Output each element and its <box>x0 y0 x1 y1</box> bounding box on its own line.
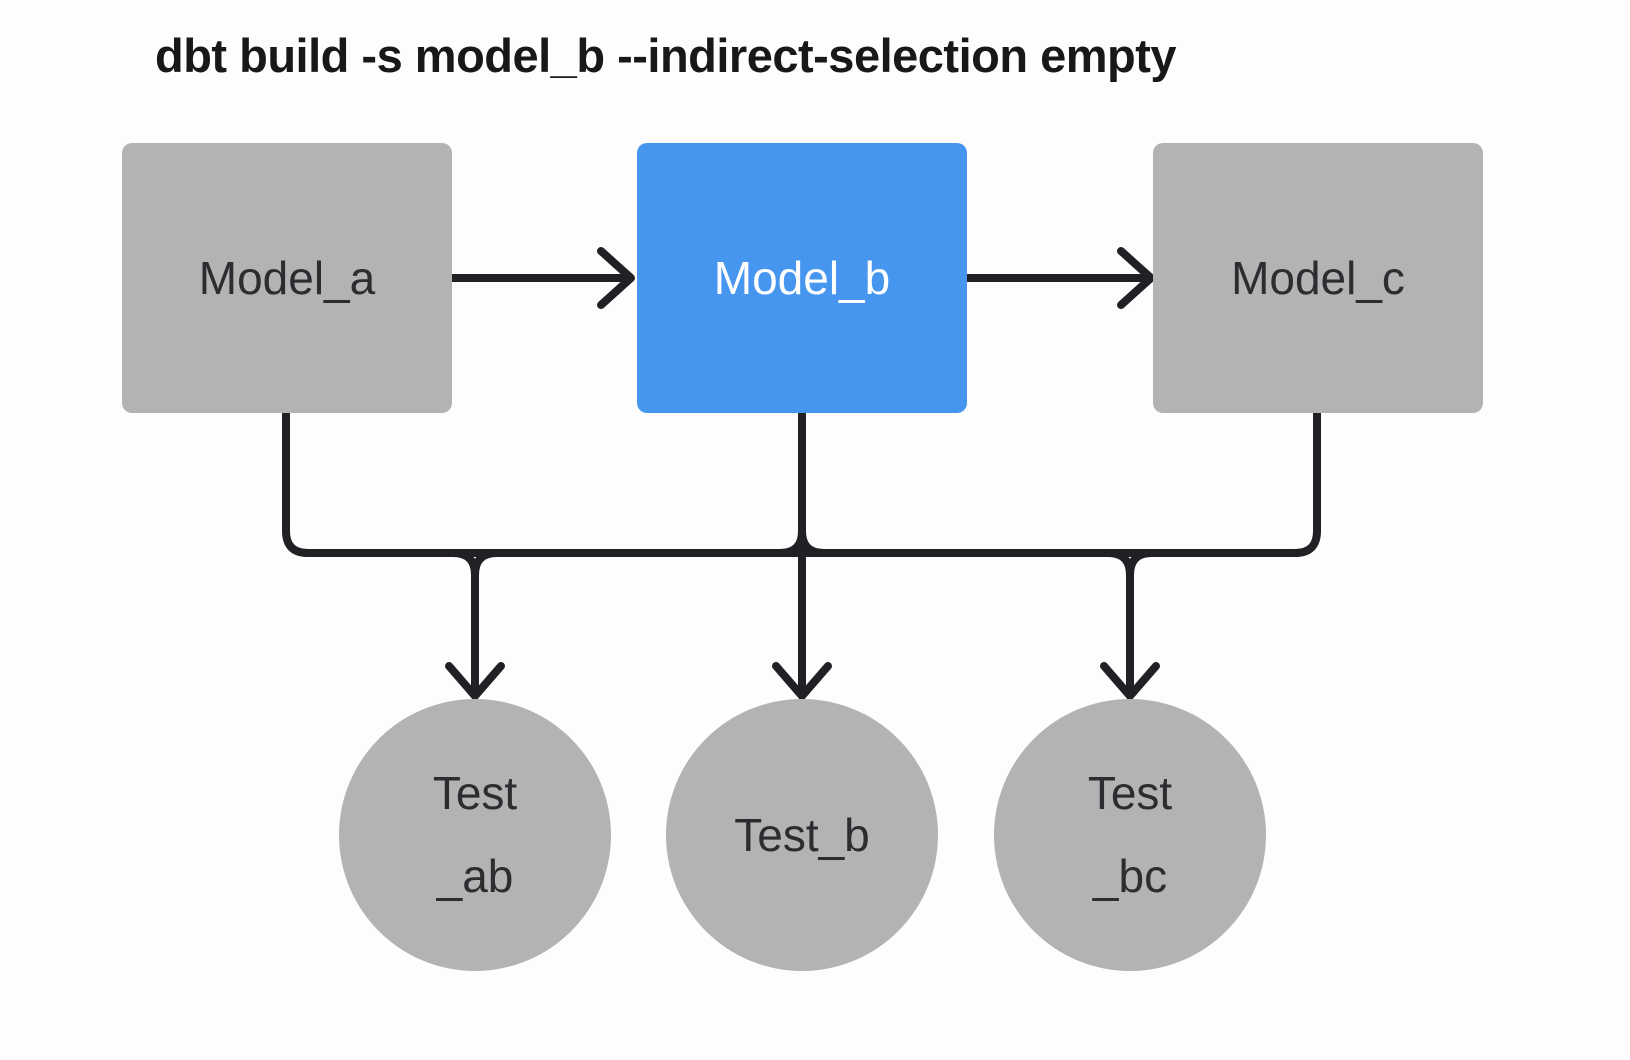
edge-test-bc-arrowhead-icon <box>1100 662 1160 700</box>
edge-center-junction-fillet-right <box>798 527 828 557</box>
edge-model-a-to-model-b-arrowhead-icon <box>597 247 635 309</box>
edge-test-ab-arrowhead-icon <box>445 662 505 700</box>
node-model-b-label: Model_b <box>713 252 891 304</box>
edge-test-b-arrowhead-icon <box>772 662 832 700</box>
node-test-bc-label: Test _bc <box>1088 752 1172 918</box>
node-model-c: Model_c <box>1153 143 1483 413</box>
node-test-ab-label-line1: Test <box>432 767 518 820</box>
edge-test-ab-funnel-right <box>471 549 501 579</box>
node-test-bc-label-line1: Test <box>1087 767 1173 820</box>
node-test-ab-label: Test _ab <box>433 752 517 918</box>
edge-center-junction-fillet-left <box>776 527 806 557</box>
command-title: dbt build -s model_b --indirect-selectio… <box>155 29 1177 82</box>
node-test-bc: Test _bc <box>994 699 1266 971</box>
node-test-ab-label-line2: _ab <box>436 850 514 902</box>
edge-model-a-bus-line <box>282 409 806 557</box>
node-test-bc-label-line2: _bc <box>1092 850 1168 902</box>
node-model-b: Model_b <box>637 143 967 413</box>
edge-test-bc-funnel-right <box>1126 549 1156 579</box>
node-model-a: Model_a <box>122 143 452 413</box>
edge-model-b-to-model-c-arrowhead-icon <box>1117 247 1155 309</box>
edge-test-bc-funnel-left <box>1104 549 1134 579</box>
node-test-ab: Test _ab <box>339 699 611 971</box>
edge-test-ab-funnel-left <box>449 549 479 579</box>
node-model-a-label: Model_a <box>198 252 376 304</box>
node-test-b-label: Test_b <box>734 809 870 861</box>
node-model-c-label: Model_c <box>1231 252 1405 304</box>
edge-model-c-bus-line <box>798 409 1321 557</box>
node-test-b: Test_b <box>666 699 938 971</box>
